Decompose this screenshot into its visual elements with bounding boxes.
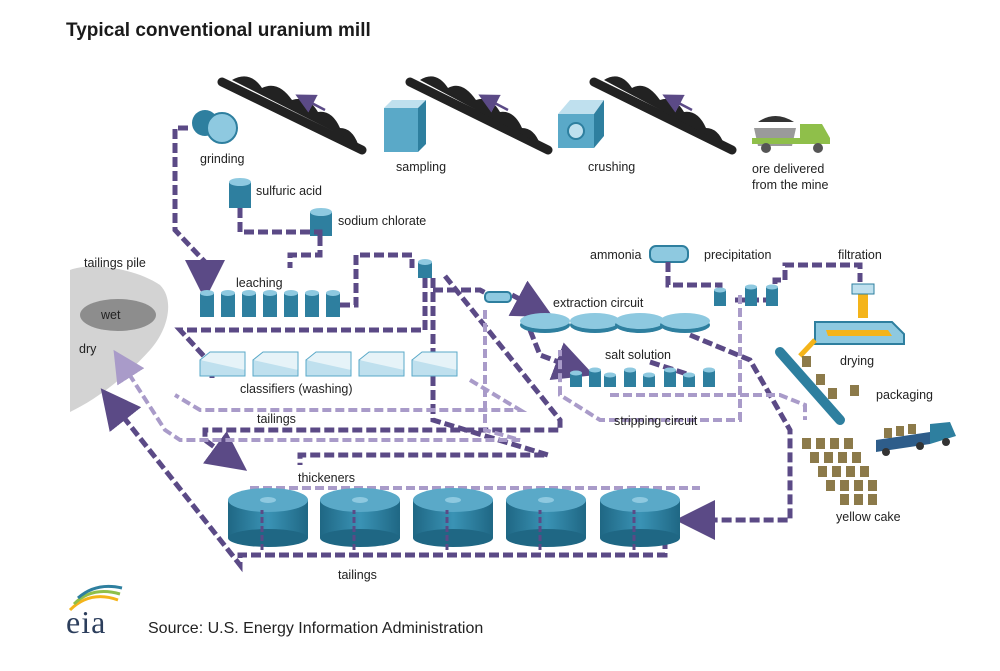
label-filtration: filtration [838, 248, 882, 262]
extraction-circuit-units [520, 313, 710, 333]
leaching-tank [221, 290, 235, 317]
ammonia-tank [649, 245, 689, 263]
thickener-tank [228, 488, 308, 547]
label-classifiers: classifiers (washing) [240, 382, 353, 396]
tailings-pile [70, 266, 169, 412]
stripping-tank [570, 370, 582, 387]
source-note: Source: U.S. Energy Information Administ… [148, 620, 484, 637]
classifier [199, 351, 246, 377]
precipitation-tank [714, 287, 726, 306]
stripping-tank [624, 367, 636, 387]
delivery-truck [876, 422, 956, 456]
leaching-tank [200, 290, 214, 317]
precipitation-tank [766, 284, 778, 306]
packaging-line [775, 347, 859, 425]
label-leaching: leaching [236, 276, 283, 290]
leaching-tank [263, 290, 277, 317]
stripping-tank [703, 367, 715, 387]
stripping-tank [683, 372, 695, 387]
label-tailings-upper: tailings [257, 412, 296, 426]
extraction-unit [660, 313, 710, 333]
label-sodium-chlorate: sodium chlorate [338, 214, 427, 228]
ore-truck [752, 116, 830, 153]
thickener-tank [413, 488, 493, 547]
stripping-tank [664, 367, 676, 387]
thickeners [228, 488, 680, 547]
label-drying: drying [840, 354, 875, 368]
sampling-box [384, 100, 426, 152]
conveyor-direction-arrows [295, 94, 693, 113]
intermediate-tank [418, 259, 432, 278]
conveyor-crushing [589, 76, 737, 159]
label-grinding: grinding [200, 152, 245, 166]
classifier [252, 351, 299, 377]
leaching-tanks [200, 290, 340, 317]
classifier [305, 351, 352, 377]
secondary-flow [113, 295, 807, 490]
leaching-tank [305, 290, 319, 317]
eia-logo-mark [68, 584, 123, 612]
grinding-mill [192, 110, 238, 144]
crusher-box [558, 100, 604, 148]
extraction-unit [570, 313, 620, 333]
stripping-tank [604, 372, 616, 387]
extraction-circuit-pump [484, 291, 512, 303]
yellow-cake-drums [802, 438, 877, 505]
conveyor-sampling [405, 76, 553, 159]
extraction-unit [520, 313, 570, 333]
label-stripping-circuit: stripping circuit [614, 414, 698, 428]
label-precipitation: precipitation [704, 248, 772, 262]
drying-unit [798, 283, 905, 358]
classifier [411, 351, 458, 377]
page-title: Typical conventional uranium mill [66, 20, 371, 41]
classifiers [199, 351, 458, 377]
thickener-links [260, 510, 636, 550]
precipitation-tanks [714, 284, 778, 306]
leaching-tank [326, 290, 340, 317]
eia-logo: eia [66, 604, 107, 640]
precipitation-tank [745, 284, 757, 306]
label-wet: wet [101, 308, 121, 322]
leaching-tank [284, 290, 298, 317]
label-yellow-cake: yellow cake [836, 510, 901, 524]
label-tailings-pile: tailings pile [84, 256, 146, 270]
thickener-tank [506, 488, 586, 547]
label-sampling: sampling [396, 160, 447, 174]
label-from-the-mine: from the mine [752, 178, 829, 192]
classifier [358, 351, 405, 377]
label-ammonia: ammonia [590, 248, 642, 262]
stripping-tank [643, 372, 655, 387]
sulfuric-acid-tank [229, 178, 251, 208]
conveyor-grinding [217, 76, 367, 159]
label-sulfuric-acid: sulfuric acid [256, 184, 322, 198]
label-thickeners: thickeners [298, 471, 355, 485]
label-salt-solution: salt solution [605, 348, 672, 362]
label-crushing: crushing [588, 160, 636, 174]
thickener-tank [320, 488, 400, 547]
extraction-unit [615, 313, 665, 333]
label-tailings-lower: tailings [338, 568, 377, 582]
stripping-tank [589, 367, 601, 387]
wet-zone [80, 299, 156, 331]
label-packaging: packaging [876, 388, 933, 402]
label-dry: dry [79, 342, 97, 356]
thickener-tank [600, 488, 680, 547]
label-extraction-circuit: extraction circuit [553, 296, 644, 310]
stripping-circuit-tanks [570, 367, 715, 387]
label-ore-delivered: ore delivered [752, 162, 825, 176]
leaching-tank [242, 290, 256, 317]
